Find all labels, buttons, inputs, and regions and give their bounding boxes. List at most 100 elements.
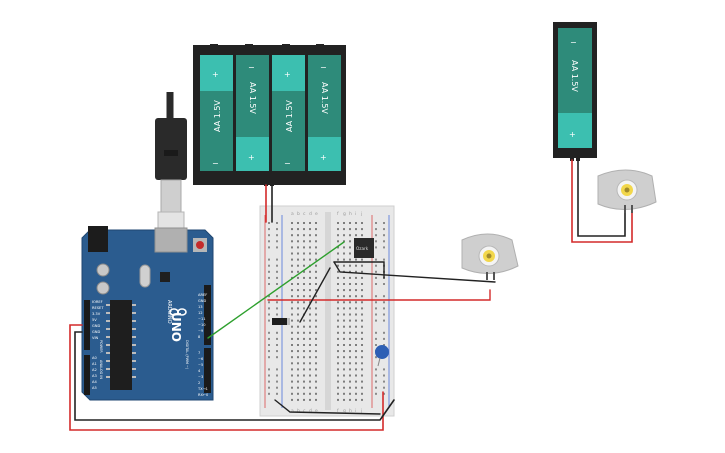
breadboard-hole [343,313,345,316]
breadboard-hole [343,398,345,401]
breadboard-hole [303,368,305,371]
breadboard-hole [291,319,293,322]
breadboard-hole [303,246,305,249]
breadboard-hole [315,362,317,365]
battery-pack-4aa: + − AA 1.5V − + AA 1.5V + − AA 1.5V − + … [193,44,346,186]
breadboard-rail-hole [383,368,385,371]
breadboard-hole [291,301,293,304]
breadboard-hole [297,356,299,359]
breadboard-hole [315,368,317,371]
breadboard-hole [355,368,357,371]
pin-label-a3: A3 [92,374,97,378]
breadboard-rail-hole [276,337,278,340]
cell-4-label: AA 1.5V [320,82,329,114]
breadboard-hole [291,374,293,377]
breadboard-rail-hole [276,234,278,237]
breadboard-rail-hole [375,337,377,340]
dc-motor-2 [597,169,657,213]
breadboard-rail-hole [383,234,385,237]
wire-diag-black [299,267,331,323]
dc-motor-1 [461,233,519,280]
pin-label-9: ~9 [198,329,204,333]
breadboard-hole [291,380,293,383]
breadboard-hole [343,331,345,334]
breadboard-hole [315,283,317,285]
breadboard-hole [355,392,357,395]
breadboard-rail-hole [276,222,278,224]
breadboard-hole [291,270,293,273]
arduino-uno: UNO ARDUINO AREF GND 13 12 ~11 ~10 ~9 8 … [81,226,214,401]
breadboard-hole [303,228,305,231]
breadboard-hole [309,276,311,279]
breadboard-hole [303,398,305,401]
breadboard-rail-hole [375,374,377,377]
breadboard-hole [315,319,317,322]
col-letter-i-bottom: i [355,408,356,414]
breadboard-rail-hole [276,368,278,371]
breadboard-hole [297,264,299,267]
breadboard-hole [343,380,345,383]
col-letter-f: f [337,211,339,217]
diode [272,318,290,325]
breadboard-rail-hole [375,276,377,279]
breadboard-rail-hole [383,258,385,261]
breadboard-hole [361,295,363,298]
breadboard-hole [337,240,339,243]
pin-label-a4: A4 [92,380,97,384]
breadboard-hole [355,307,357,310]
cell-2-top-symbol: − [248,63,255,72]
breadboard-hole [303,270,305,273]
col-letter-h-bottom: h [349,408,352,414]
breadboard-hole [291,398,293,401]
breadboard-rail-hole [375,368,377,371]
breadboard-hole [337,234,339,237]
breadboard-rail-hole [383,295,385,298]
breadboard-hole [337,331,339,334]
breadboard-hole [315,386,317,389]
col-letter-d: d [309,211,312,217]
breadboard-hole [361,270,363,273]
breadboard-hole [309,380,311,383]
pin-label-a0: A0 [92,356,97,360]
breadboard-hole [343,295,345,298]
breadboard-hole [355,331,357,334]
breadboard-hole [361,301,363,304]
breadboard-hole [355,222,357,224]
breadboard-hole [343,344,345,346]
breadboard-hole [297,283,299,285]
breadboard-hole [337,344,339,346]
breadboard-rail-hole [268,295,270,298]
breadboard-hole [349,319,351,322]
breadboard-hole [355,356,357,359]
breadboard-hole [309,252,311,255]
breadboard: a b c d e f g h i j a b c d e f g h i j [259,205,395,417]
breadboard-hole [297,295,299,298]
breadboard-rail-hole [268,264,270,267]
breadboard-rail-hole [276,228,278,231]
breadboard-hole [315,246,317,249]
pin-label-a1: A1 [92,362,97,366]
breadboard-hole [361,222,363,224]
col-letter-c-bottom: c [303,409,306,414]
arduino-brand-label: ARDUINO [166,300,172,324]
breadboard-rail-hole [375,246,377,249]
breadboard-hole [297,380,299,383]
pin-label-12: 12 [198,311,203,315]
single-cell-bottom-symbol: + [569,130,576,139]
breadboard-hole [349,356,351,359]
breadboard-rail-hole [375,270,377,273]
breadboard-hole [343,350,345,353]
wire-arduino-black-loop [74,331,395,421]
breadboard-hole [309,258,311,261]
breadboard-rail-hole [268,368,270,371]
breadboard-rail-hole [268,283,270,285]
wire-bb-black-bottom [274,399,381,415]
breadboard-hole [361,264,363,267]
breadboard-rail-hole [375,331,377,334]
col-letter-h: h [349,211,352,217]
breadboard-hole [337,362,339,365]
breadboard-hole [309,319,311,322]
breadboard-hole [337,307,339,310]
breadboard-hole [297,398,299,401]
